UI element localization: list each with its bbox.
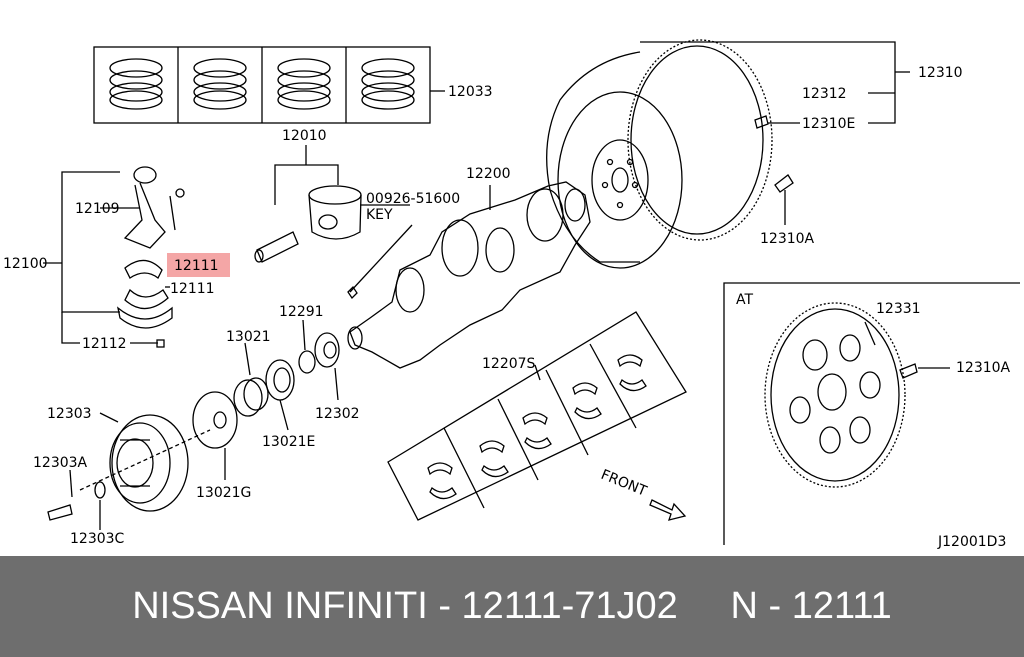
label-12207s: 12207S — [482, 356, 536, 372]
front-arrow-icon — [649, 499, 687, 521]
label-key: KEY — [366, 207, 393, 223]
label-12291: 12291 — [279, 304, 324, 320]
label-12303c: 12303C — [70, 531, 125, 547]
at-drive-plate-illustration — [723, 282, 1020, 545]
diagram-code: J12001D3 — [937, 534, 1006, 550]
main-bearings-illustration — [387, 311, 687, 521]
label-12303: 12303 — [47, 406, 92, 422]
label-12312: 12312 — [802, 86, 847, 102]
sprocket-illustration — [192, 319, 340, 480]
piston-rings-illustration — [93, 46, 445, 124]
label-12010: 12010 — [282, 128, 327, 144]
label-12111-highlighted: 12111 — [174, 258, 219, 274]
label-12331: 12331 — [876, 301, 921, 317]
label-13021e: 13021E — [262, 434, 315, 450]
label-12109: 12109 — [75, 201, 120, 217]
crank-pulley-illustration — [47, 412, 211, 530]
label-12310a-at: 12310A — [956, 360, 1011, 376]
label-12302: 12302 — [315, 406, 360, 422]
label-front: FRONT — [599, 467, 650, 500]
piston-illustration — [254, 145, 410, 263]
label-13021g: 13021G — [196, 485, 251, 501]
label-12303a: 12303A — [33, 455, 88, 471]
highlight-box — [167, 253, 230, 277]
label-13021: 13021 — [226, 329, 271, 345]
parts-diagram: 12033 12010 12109 12100 12111 12111 1211… — [3, 39, 1020, 550]
label-12310a: 12310A — [760, 231, 815, 247]
label-12033: 12033 — [448, 84, 493, 100]
label-12200: 12200 — [466, 166, 511, 182]
label-00926-51600: 00926-51600 — [366, 191, 460, 207]
label-12310e: 12310E — [802, 116, 855, 132]
label-12111: 12111 — [170, 281, 215, 297]
label-12100: 12100 — [3, 256, 48, 272]
label-12310: 12310 — [918, 65, 963, 81]
connecting-rod-illustration — [43, 166, 185, 348]
crankshaft-illustration — [347, 181, 591, 369]
label-12112: 12112 — [82, 336, 127, 352]
label-at: AT — [736, 292, 753, 308]
footer-caption: NISSAN INFINITI - 12111-71J02 N - 12111 — [0, 556, 1024, 657]
flywheel-illustration — [546, 39, 910, 269]
